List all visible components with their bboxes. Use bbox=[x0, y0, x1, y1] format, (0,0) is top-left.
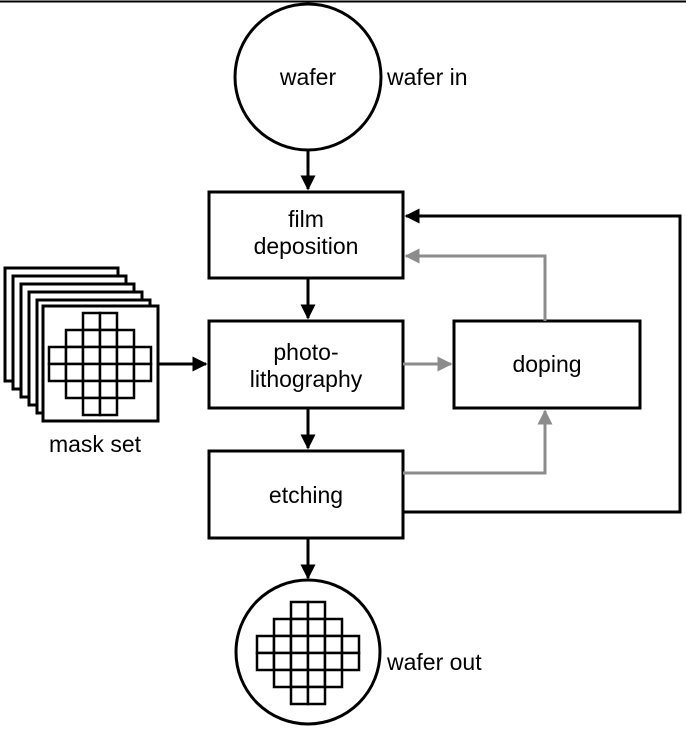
die-cell bbox=[306, 600, 327, 621]
die-cell bbox=[323, 617, 344, 638]
wafer-node-label: wafer bbox=[279, 64, 337, 90]
die-cell bbox=[323, 651, 344, 672]
die-cell bbox=[64, 328, 85, 349]
die-cell bbox=[47, 362, 68, 383]
die-cell bbox=[98, 362, 119, 383]
die-cell bbox=[98, 379, 119, 400]
photolithography-box bbox=[207, 319, 405, 410]
die-cell bbox=[323, 634, 344, 655]
die-cell bbox=[289, 668, 310, 689]
etching-label: etching bbox=[269, 482, 343, 508]
wafer-die-grid-icon bbox=[255, 600, 361, 706]
die-cell bbox=[81, 362, 102, 383]
die-cell bbox=[64, 345, 85, 366]
die-cell bbox=[289, 634, 310, 655]
die-cell bbox=[306, 685, 327, 706]
wafer-out-label: wafer out bbox=[386, 649, 482, 675]
die-cell bbox=[98, 328, 119, 349]
die-cell bbox=[306, 634, 327, 655]
die-cell bbox=[98, 311, 119, 332]
arrow-etching-loop-to-film bbox=[403, 208, 682, 514]
die-cell bbox=[81, 379, 102, 400]
die-cell bbox=[115, 362, 136, 383]
photolithography-label-line1: photo- bbox=[273, 339, 338, 365]
die-cell bbox=[272, 634, 293, 655]
die-cell bbox=[115, 345, 136, 366]
die-cell bbox=[323, 668, 344, 689]
film-deposition-label-line2: deposition bbox=[254, 233, 359, 259]
die-cell bbox=[306, 651, 327, 672]
wafer-in-label: wafer in bbox=[386, 64, 468, 90]
doping-box bbox=[452, 319, 642, 410]
die-cell bbox=[340, 651, 361, 672]
photolithography-label-line2: lithography bbox=[250, 366, 363, 392]
die-cell bbox=[272, 617, 293, 638]
die-cell bbox=[306, 617, 327, 638]
mask-set-label: mask set bbox=[49, 431, 142, 457]
die-cell bbox=[98, 345, 119, 366]
die-cell bbox=[81, 328, 102, 349]
mask-set-stack-icon bbox=[3, 266, 160, 423]
mask-grid-icon bbox=[47, 311, 153, 417]
die-cell bbox=[289, 617, 310, 638]
die-cell bbox=[272, 651, 293, 672]
die-cell bbox=[255, 651, 276, 672]
arrow-etching-to-doping bbox=[403, 409, 553, 475]
die-cell bbox=[132, 362, 153, 383]
arrow-doping-to-film bbox=[404, 248, 547, 321]
die-cell bbox=[255, 634, 276, 655]
die-cell bbox=[132, 345, 153, 366]
die-cell bbox=[64, 362, 85, 383]
die-cell bbox=[81, 396, 102, 417]
die-cell bbox=[272, 668, 293, 689]
die-cell bbox=[81, 311, 102, 332]
die-cell bbox=[98, 396, 119, 417]
die-cell bbox=[306, 668, 327, 689]
film-deposition-label-line1: film bbox=[288, 206, 324, 232]
die-cell bbox=[47, 345, 68, 366]
die-cell bbox=[115, 328, 136, 349]
die-cell bbox=[289, 600, 310, 621]
film-deposition-box bbox=[207, 190, 405, 280]
die-cell bbox=[289, 685, 310, 706]
die-cell bbox=[64, 379, 85, 400]
doping-label: doping bbox=[512, 351, 581, 377]
die-cell bbox=[115, 379, 136, 400]
etching-box bbox=[207, 449, 405, 540]
die-cell bbox=[81, 345, 102, 366]
die-cell bbox=[340, 634, 361, 655]
die-cell bbox=[289, 651, 310, 672]
